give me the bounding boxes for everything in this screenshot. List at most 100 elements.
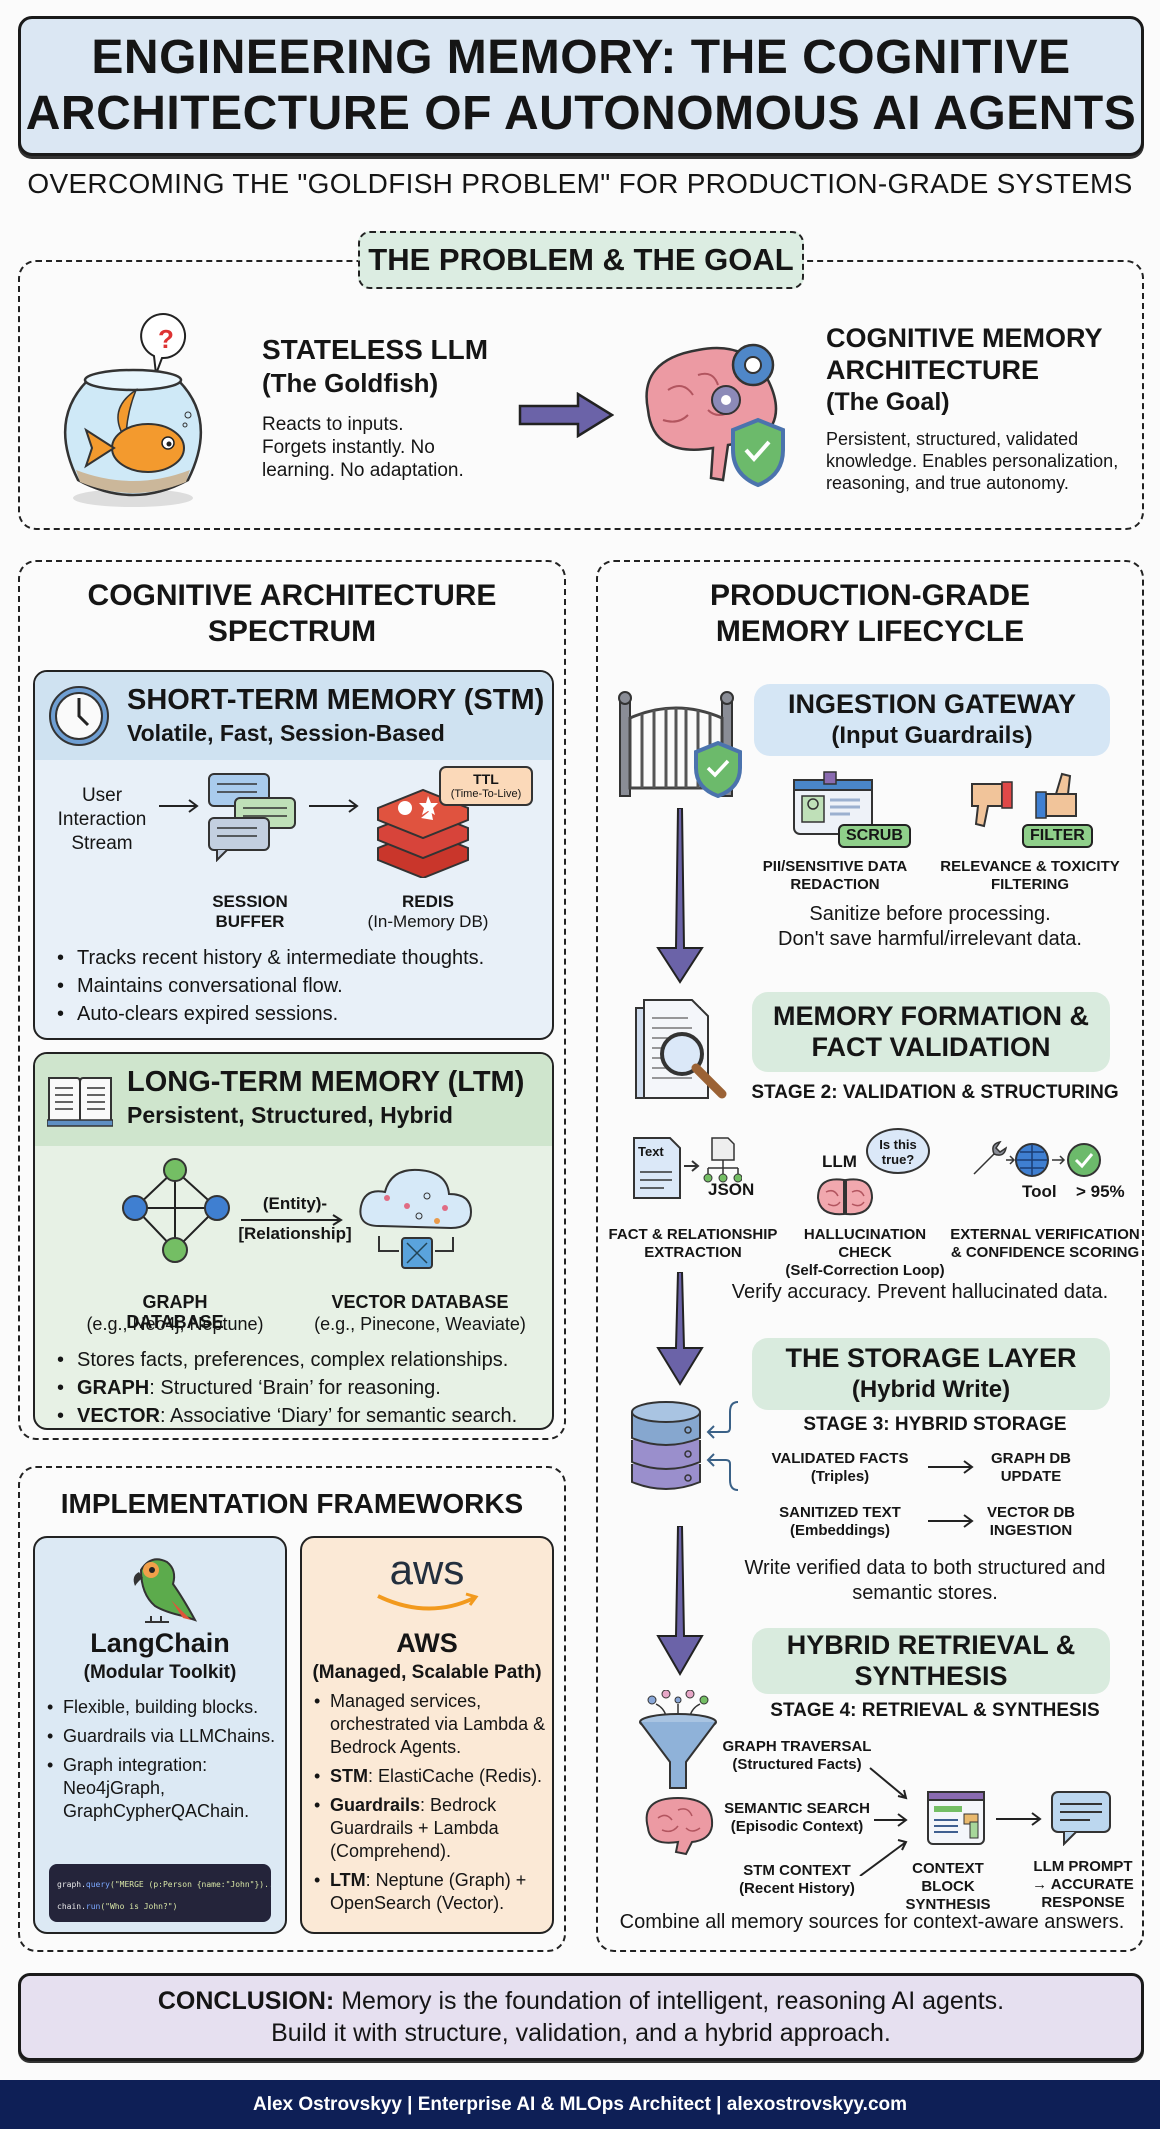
arrow-right-icon (518, 392, 614, 438)
memory-formation-pill: MEMORY FORMATION & FACT VALIDATION (752, 992, 1110, 1072)
gate-shield-icon (616, 688, 746, 798)
flow-arrow-down-icon (656, 1272, 704, 1388)
fact-extraction-label: FACT & RELATIONSHIP EXTRACTION (608, 1226, 778, 1261)
list-item: STM: ElastiCache (Redis). (310, 1765, 552, 1788)
text-to-json-icon (632, 1136, 742, 1200)
conclusion-line-1: CONCLUSION: Memory is the foundation of … (157, 1987, 1005, 2015)
open-book-icon (47, 1070, 113, 1128)
problem-subtitle: (The Goldfish) (262, 368, 439, 398)
confidence-label: > 95% (1076, 1182, 1125, 1201)
stm-header: SHORT-TERM MEMORY (STM) Volatile, Fast, … (35, 672, 552, 760)
llm-label: LLM (822, 1152, 857, 1171)
problem-description: Reacts to inputs. Forgets instantly. No … (262, 414, 464, 481)
langchain-card: LangChain (Modular Toolkit) Flexible, bu… (33, 1536, 287, 1934)
conclusion-line-2: Build it with structure, validation, and… (271, 2019, 891, 2047)
tool-globe-check-icon (970, 1140, 1120, 1180)
vector-database-icon (357, 1166, 477, 1276)
arrow-icon (239, 1214, 349, 1226)
semantic-search-label: SEMANTIC SEARCH (Episodic Context) (724, 1800, 870, 1835)
database-stack-icon (630, 1396, 750, 1496)
title-line-1: ENGINEERING MEMORY: THE COGNITIVE (91, 31, 1071, 84)
title-banner: ENGINEERING MEMORY: THE COGNITIVE ARCHIT… (18, 16, 1144, 156)
list-item: Managed services, orchestrated via Lambd… (310, 1690, 552, 1759)
stage-3-label: STAGE 3: HYBRID STORAGE (803, 1414, 1067, 1435)
arrow-icon (157, 798, 203, 814)
context-synthesis-label: CONTEXT BLOCK SYNTHESIS (905, 1860, 991, 1913)
spectrum-section (18, 560, 566, 1440)
session-buffer-label: SESSION BUFFER (212, 892, 288, 931)
stm-bullets: Tracks recent history & intermediate tho… (53, 944, 484, 1028)
storage-layer-pill: THE STORAGE LAYER (Hybrid Write) (752, 1338, 1110, 1410)
funnel-icon (638, 1690, 718, 1790)
ltm-subtitle: Persistent, Structured, Hybrid (127, 1102, 453, 1128)
goal-title-line-2: ARCHITECTURE (826, 355, 1039, 385)
brain-icon (640, 1794, 716, 1858)
vector-db-label: VECTOR DATABASE (331, 1292, 509, 1312)
arrow-icon (926, 1514, 976, 1528)
pii-redaction-label: PII/SENSITIVE DATA REDACTION (762, 858, 908, 893)
lifecycle-section (596, 560, 1144, 1952)
text-doc-label: Text (638, 1144, 664, 1159)
list-item: Guardrails via LLMChains. (43, 1725, 281, 1748)
is-this-true-bubble: Is this true? (866, 1128, 930, 1174)
ingestion-gateway-pill: INGESTION GATEWAY (Input Guardrails) (754, 684, 1110, 756)
ttl-badge: TTL (Time-To-Live) (439, 766, 533, 806)
list-item: Maintains conversational flow. (53, 972, 484, 1000)
goldfish-bowl-icon: ? (48, 300, 218, 510)
validation-note: Verify accuracy. Prevent hallucinated da… (731, 1281, 1109, 1303)
sanitized-text-label: SANITIZED TEXT (Embeddings) (779, 1504, 901, 1539)
stage-4-label: STAGE 4: RETRIEVAL & SYNTHESIS (770, 1700, 1100, 1721)
title-line-2: ARCHITECTURE OF AUTONOMOUS AI AGENTS (25, 87, 1137, 140)
list-item: Graph integration: Neo4jGraph, GraphCyph… (43, 1754, 281, 1823)
thumbs-icon (970, 770, 1080, 830)
list-item: VECTOR: Associative ‘Diary’ for semantic… (53, 1402, 517, 1428)
graph-database-icon (115, 1158, 235, 1268)
list-item: Auto-clears expired sessions. (53, 1000, 484, 1028)
ingestion-title: INGESTION GATEWAY (787, 689, 1077, 719)
storage-note: Write verified data to both structured a… (744, 1557, 1106, 1604)
retrieval-note: Combine all memory sources for context-a… (619, 1911, 1125, 1933)
ltm-header: LONG-TERM MEMORY (LTM) Persistent, Struc… (35, 1054, 552, 1146)
external-verification-label: EXTERNAL VERIFICATION & CONFIDENCE SCORI… (950, 1226, 1140, 1261)
flow-arrow-down-icon (656, 1526, 704, 1678)
code-line-1: graph.query("MERGE (p:Person {name:"John… (57, 1880, 271, 1889)
stm-input-label: User Interaction Stream (57, 785, 147, 854)
stage-2-label: STAGE 2: VALIDATION & STRUCTURING (751, 1082, 1119, 1103)
spectrum-title: COGNITIVE ARCHITECTURE SPECTRUM (87, 579, 497, 648)
llm-prompt-bubble-icon (1050, 1790, 1112, 1846)
problem-block: STATELESS LLM (The Goldfish) Reacts to i… (262, 334, 488, 482)
stm-context-label: STM CONTEXT (Recent History) (739, 1862, 855, 1897)
hybrid-retrieval-pill: HYBRID RETRIEVAL & SYNTHESIS (752, 1628, 1110, 1694)
redis-sub: (In-Memory DB) (367, 912, 489, 931)
ltm-card: LONG-TERM MEMORY (LTM) Persistent, Struc… (33, 1052, 554, 1430)
conclusion-banner: CONCLUSION: Memory is the foundation of … (18, 1973, 1144, 2061)
arrow-icon (307, 798, 363, 814)
llm-prompt-label: LLM PROMPT → ACCURATE RESPONSE (1032, 1858, 1134, 1911)
stm-title: SHORT-TERM MEMORY (STM) (127, 684, 545, 716)
langchain-name: LangChain (90, 1628, 230, 1658)
list-item: Flexible, building blocks. (43, 1696, 281, 1719)
parrot-icon (121, 1550, 201, 1626)
goal-subtitle: (The Goal) (826, 388, 950, 416)
arrow-icon (926, 1460, 976, 1474)
goal-description: Persistent, structured, validated knowle… (826, 429, 1119, 493)
ltm-title: LONG-TERM MEMORY (LTM) (127, 1066, 525, 1098)
graph-db-update-label: GRAPH DB UPDATE (990, 1450, 1071, 1485)
arrow-icon (994, 1812, 1044, 1826)
ingestion-note: Sanitize before processing. Don't save h… (778, 903, 1082, 950)
relevance-filter-label: RELEVANCE & TOXICITY FILTERING (940, 858, 1120, 893)
code-snippet: graph.query("MERGE (p:Person {name:"John… (49, 1864, 271, 1922)
redis-label: REDIS (402, 892, 454, 911)
stm-card: SHORT-TERM MEMORY (STM) Volatile, Fast, … (33, 670, 554, 1040)
redis-icon (373, 778, 473, 878)
aws-smile-icon (374, 1592, 484, 1614)
ltm-bullets: Stores facts, preferences, complex relat… (53, 1346, 517, 1428)
frameworks-title: IMPLEMENTATION FRAMEWORKS (60, 1488, 524, 1519)
footer: Alex Ostrovskyy | Enterprise AI & MLOps … (0, 2080, 1160, 2129)
document-magnifier-icon (632, 996, 742, 1112)
converging-arrows-icon (840, 1756, 930, 1876)
list-item: Stores facts, preferences, complex relat… (53, 1346, 517, 1374)
stm-subtitle: Volatile, Fast, Session-Based (127, 720, 445, 746)
aws-name: AWS (396, 1628, 458, 1658)
aws-sub: (Managed, Scalable Path) (312, 1662, 542, 1683)
